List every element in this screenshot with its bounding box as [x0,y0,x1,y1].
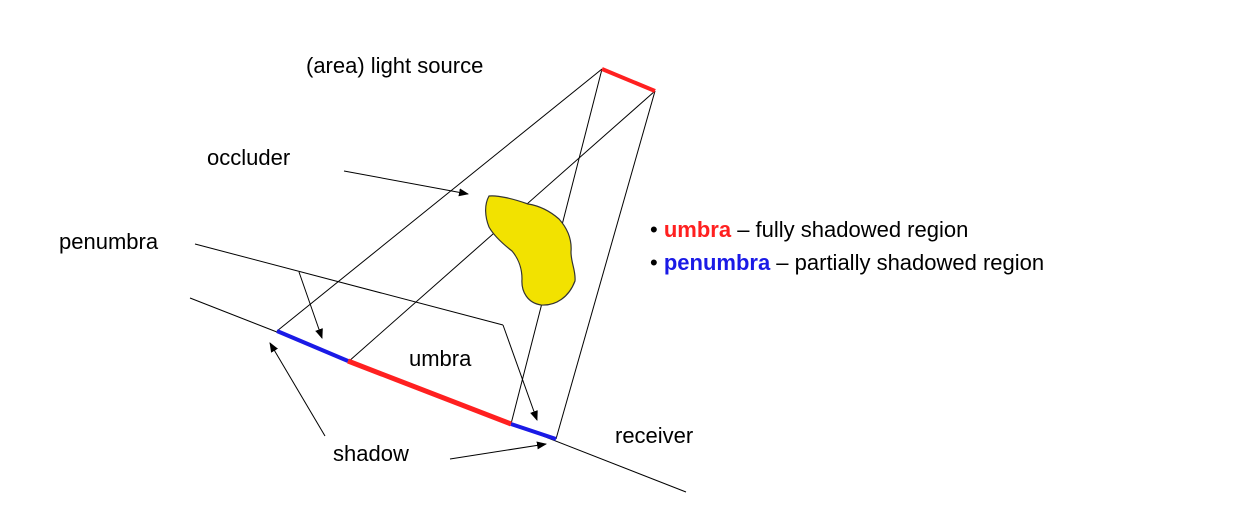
legend-item-umbra: • umbra – fully shadowed region [650,213,1044,246]
umbra-label: umbra [409,346,472,371]
legend: • umbra – fully shadowed region • penumb… [650,213,1044,279]
legend-bullet: • [650,217,658,242]
penumbra-arrow-right [502,324,538,421]
legend-term-penumbra: penumbra [663,250,771,275]
legend-bullet: • [650,250,658,275]
legend-item-penumbra: • penumbra – partially shadowed region [650,246,1044,279]
penumbra-leader [194,243,504,326]
shadow-label: shadow [333,441,409,466]
legend-description-umbra: – fully shadowed region [731,217,969,242]
ray [276,68,603,332]
light-rays [276,68,656,440]
occluder-arrow [343,170,469,197]
penumbra-arrow-left [298,271,323,339]
occluder-shape [485,195,576,306]
legend-description-penumbra: – partially shadowed region [770,250,1045,275]
penumbra-segment-left [276,329,349,363]
receiver-label: receiver [615,423,693,448]
light-source-segment [601,67,656,93]
light-source-label: (area) light source [306,53,483,78]
legend-term-umbra: umbra [663,217,732,242]
shadow-arrow-right [449,441,547,460]
umbra-segment [347,358,512,427]
penumbra-segment-right [510,422,557,441]
annotation-arrows [194,170,547,460]
ray [555,90,656,440]
shadow-arrow-left [269,342,326,437]
occluder-label: occluder [207,145,290,170]
penumbra-label: penumbra [59,229,159,254]
